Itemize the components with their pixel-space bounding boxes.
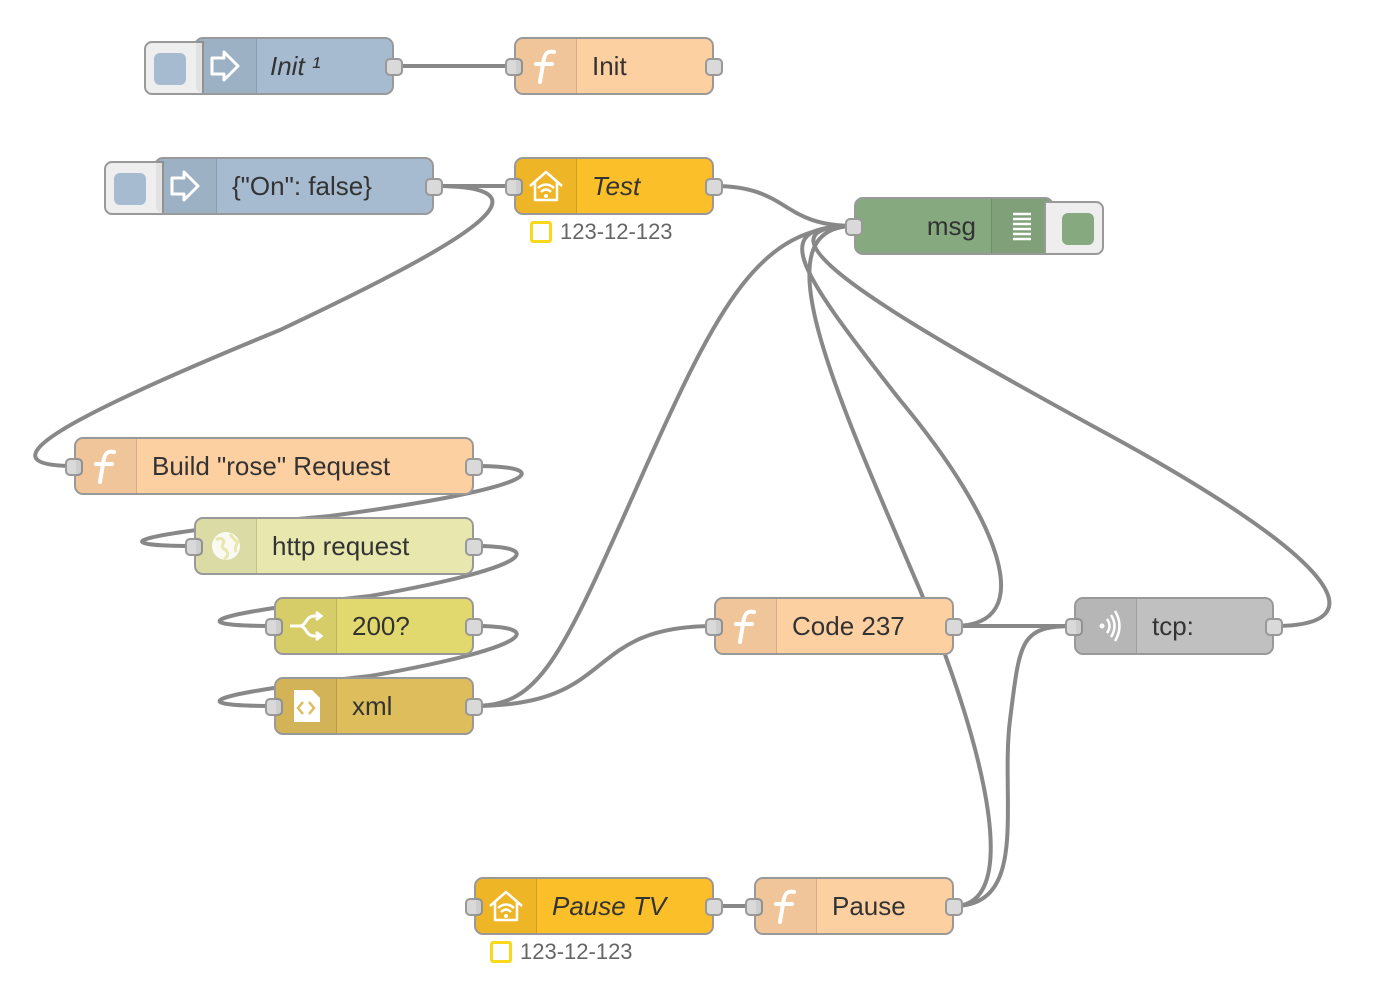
pause-tv-label: Pause TV (552, 890, 667, 921)
code-237-input-port[interactable] (705, 618, 723, 636)
http-request-input-port[interactable] (185, 538, 203, 556)
test-homekit-label: Test (592, 170, 641, 201)
file-code-icon (276, 679, 337, 733)
tcp-label: tcp: (1152, 610, 1194, 641)
wire-xml-to-code237 (472, 624, 716, 708)
test-homekit-status: 123-12-123 (530, 219, 673, 245)
on-false-inject-label: {"On": false} (232, 170, 372, 201)
wire-tcp-to-msg (811, 224, 1332, 628)
test-homekit-output-port[interactable] (705, 178, 723, 196)
code-237-label: Code 237 (792, 610, 905, 641)
msg-debug-label: msg (926, 210, 976, 241)
http-request-node[interactable]: http request (185, 517, 483, 575)
wire-code237-to-msg (800, 224, 1004, 628)
debug-list-icon (991, 199, 1052, 253)
http-request-output-port[interactable] (465, 538, 483, 556)
status-dot-icon (490, 941, 512, 963)
build-request-node[interactable]: Build "rose" Request (65, 437, 483, 495)
pause-tv-output-port[interactable] (705, 898, 723, 916)
wire-pause-to-tcp (952, 624, 1076, 908)
init-inject-node[interactable]: Init ¹ (144, 37, 403, 95)
tcp-wave-icon (1076, 599, 1137, 653)
init-inject-output-port[interactable] (385, 58, 403, 76)
test-homekit-input-port[interactable] (505, 178, 523, 196)
wire-on-false-to-build-request (33, 184, 495, 468)
switch-200-output-port[interactable] (465, 618, 483, 636)
init-function-input-port[interactable] (505, 58, 523, 76)
msg-debug-node[interactable]: msg (845, 197, 1104, 255)
code-237-node[interactable]: Code 237 (705, 597, 963, 655)
wire-pause-to-msg (807, 224, 993, 908)
http-request-label: http request (272, 530, 410, 561)
switch-200-input-port[interactable] (265, 618, 283, 636)
switch-icon (276, 599, 337, 653)
wire-switch-to-xml (217, 624, 519, 708)
pause-function-node[interactable]: Pause (745, 877, 963, 935)
switch-200-node[interactable]: 200? (265, 597, 483, 655)
test-homekit-status-text: 123-12-123 (560, 219, 673, 244)
msg-debug-input-port[interactable] (845, 218, 863, 236)
xml-label: xml (352, 690, 393, 721)
msg-debug-toggle-button[interactable] (1044, 201, 1104, 255)
tcp-node[interactable]: tcp: (1065, 597, 1283, 655)
switch-200-label: 200? (352, 610, 410, 641)
pause-tv-status: 123-12-123 (490, 939, 633, 965)
function-icon (716, 599, 777, 653)
pause-tv-status-text: 123-12-123 (520, 939, 633, 964)
tcp-input-port[interactable] (1065, 618, 1083, 636)
xml-output-port[interactable] (465, 698, 483, 716)
pause-tv-input-port[interactable] (465, 898, 483, 916)
init-function-label: Init (592, 50, 627, 81)
pause-function-output-port[interactable] (945, 898, 963, 916)
xml-input-port[interactable] (265, 698, 283, 716)
test-homekit-node[interactable]: Test (505, 157, 723, 215)
init-inject-label: Init ¹ (270, 50, 321, 81)
function-icon (756, 879, 817, 933)
code-237-output-port[interactable] (945, 618, 963, 636)
init-function-node[interactable]: Init (505, 37, 723, 95)
home-wifi-icon (476, 879, 537, 933)
build-request-input-port[interactable] (65, 458, 83, 476)
wire-test-to-msg (712, 184, 856, 228)
inject-arrow-icon (196, 39, 257, 93)
inject-arrow-icon (156, 159, 217, 213)
init-function-output-port[interactable] (705, 58, 723, 76)
on-false-inject-node[interactable]: {"On": false} (104, 157, 443, 215)
function-icon (516, 39, 577, 93)
pause-tv-node[interactable]: Pause TV (465, 877, 723, 935)
wire-xml-to-msg (472, 224, 856, 708)
init-inject-button[interactable] (144, 41, 204, 95)
pause-function-input-port[interactable] (745, 898, 763, 916)
function-icon (76, 439, 137, 493)
wire-http-to-switch (217, 544, 519, 628)
home-wifi-icon (516, 159, 577, 213)
tcp-output-port[interactable] (1265, 618, 1283, 636)
xml-node[interactable]: xml (265, 677, 483, 735)
on-false-inject-output-port[interactable] (425, 178, 443, 196)
build-request-label: Build "rose" Request (152, 450, 391, 481)
globe-icon (196, 519, 257, 573)
wire-build-to-http (140, 464, 524, 548)
build-request-output-port[interactable] (465, 458, 483, 476)
pause-function-label: Pause (832, 890, 906, 921)
on-false-inject-button[interactable] (104, 161, 164, 215)
status-dot-icon (530, 221, 552, 243)
